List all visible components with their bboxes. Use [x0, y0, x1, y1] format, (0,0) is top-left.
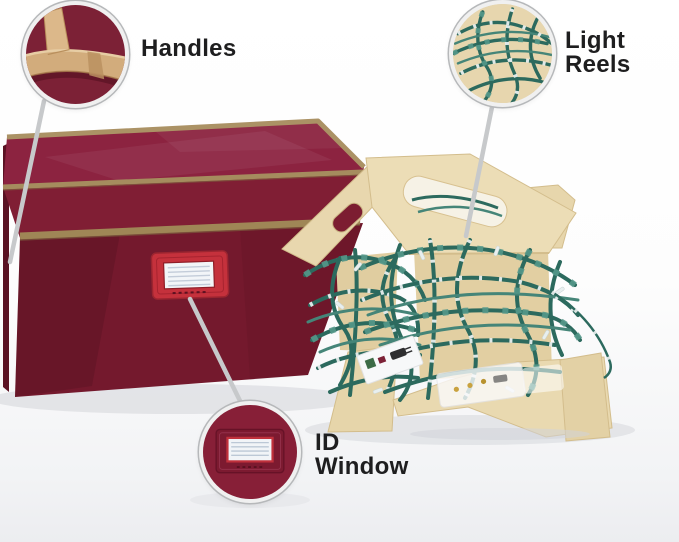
handles-label: Handles [141, 35, 237, 62]
plug-pouch [436, 362, 526, 408]
handles-magnifier-circle [22, 1, 129, 108]
light-reels-pointer-line [463, 104, 495, 239]
id-window-label: ID Window [315, 429, 409, 480]
plug-tag [356, 335, 424, 385]
loose-wire [550, 290, 612, 380]
lid-top-piping [6, 118, 366, 169]
handles-zoom-icon [26, 5, 125, 104]
id-window-magnifier-circle [199, 401, 301, 503]
storage-box [2, 118, 366, 397]
box-id-window [150, 250, 230, 300]
box-lid-top [3, 121, 364, 187]
id-window-pointer-line [187, 296, 246, 410]
box-front-face [15, 223, 363, 397]
handles-pointer-line [7, 98, 47, 265]
box-left-side [3, 143, 9, 392]
back-reel-foot [559, 352, 611, 442]
light-reels-label: Light Reels [565, 27, 631, 78]
lid-hem-trim [19, 217, 361, 240]
lid-front-trim [2, 169, 364, 190]
light-reels-magnifier-circle [449, 0, 556, 107]
id-window-zoom-icon [203, 405, 297, 499]
callout-pointer-lines [7, 98, 495, 410]
light-reels [281, 153, 613, 442]
light-reels-zoom-icon [453, 4, 552, 103]
